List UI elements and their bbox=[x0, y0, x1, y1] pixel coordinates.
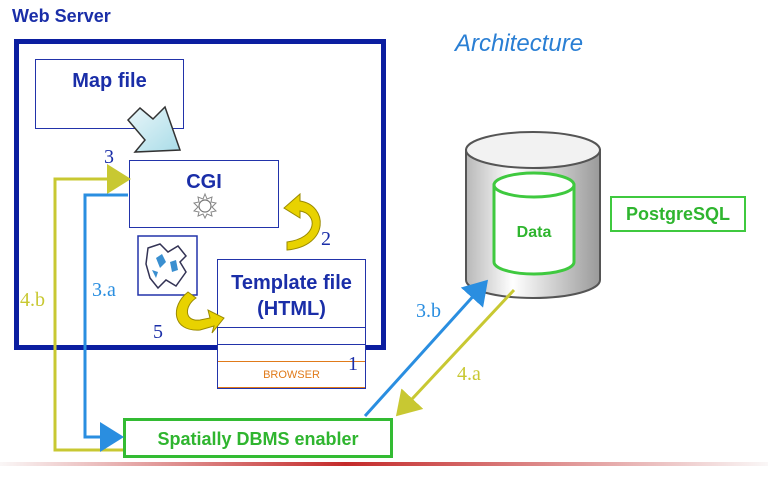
template-label-line2: (HTML) bbox=[257, 298, 326, 320]
connector-3b bbox=[363, 279, 489, 418]
browser-box: BROWSER bbox=[217, 328, 366, 389]
database-cylinder-data bbox=[492, 171, 576, 276]
browser-label: BROWSER bbox=[263, 369, 320, 381]
curved-arrow-step2-icon bbox=[283, 192, 321, 251]
template-label-line1: Template file bbox=[231, 272, 352, 294]
map-file-label: Map file bbox=[72, 70, 147, 92]
footer-divider bbox=[0, 462, 768, 466]
step-label-1: 1 bbox=[348, 353, 358, 375]
map-to-cgi-arrow-icon bbox=[126, 105, 182, 153]
cgi-label: CGI bbox=[186, 171, 222, 193]
web-server-frame bbox=[14, 39, 386, 350]
data-label: Data bbox=[516, 224, 552, 241]
dbms-enabler-label: Spatially DBMS enabler bbox=[157, 429, 359, 449]
postgresql-label: PostgreSQL bbox=[625, 204, 731, 224]
template-file-box: Template file (HTML) bbox=[217, 259, 366, 328]
curved-arrow-step5-icon bbox=[175, 291, 225, 334]
step-label-3a: 3.a bbox=[92, 279, 116, 301]
connector-4b bbox=[53, 164, 131, 452]
step-label-4a: 4.a bbox=[457, 363, 481, 385]
web-server-title: Web Server bbox=[12, 6, 111, 26]
map-thumbnail-icon bbox=[137, 235, 198, 296]
connector-4a bbox=[395, 288, 516, 417]
step-label-5: 5 bbox=[153, 321, 163, 343]
architecture-title: Architecture bbox=[455, 30, 584, 57]
gear-icon bbox=[192, 192, 218, 220]
step-label-4b: 4.b bbox=[20, 289, 45, 311]
step-label-3: 3 bbox=[104, 146, 114, 168]
connector-3a bbox=[83, 193, 128, 452]
step-label-2: 2 bbox=[321, 228, 331, 250]
dbms-enabler-box: Spatially DBMS enabler bbox=[123, 418, 393, 458]
postgresql-box: PostgreSQL bbox=[610, 196, 746, 232]
step-label-3b: 3.b bbox=[416, 300, 441, 322]
